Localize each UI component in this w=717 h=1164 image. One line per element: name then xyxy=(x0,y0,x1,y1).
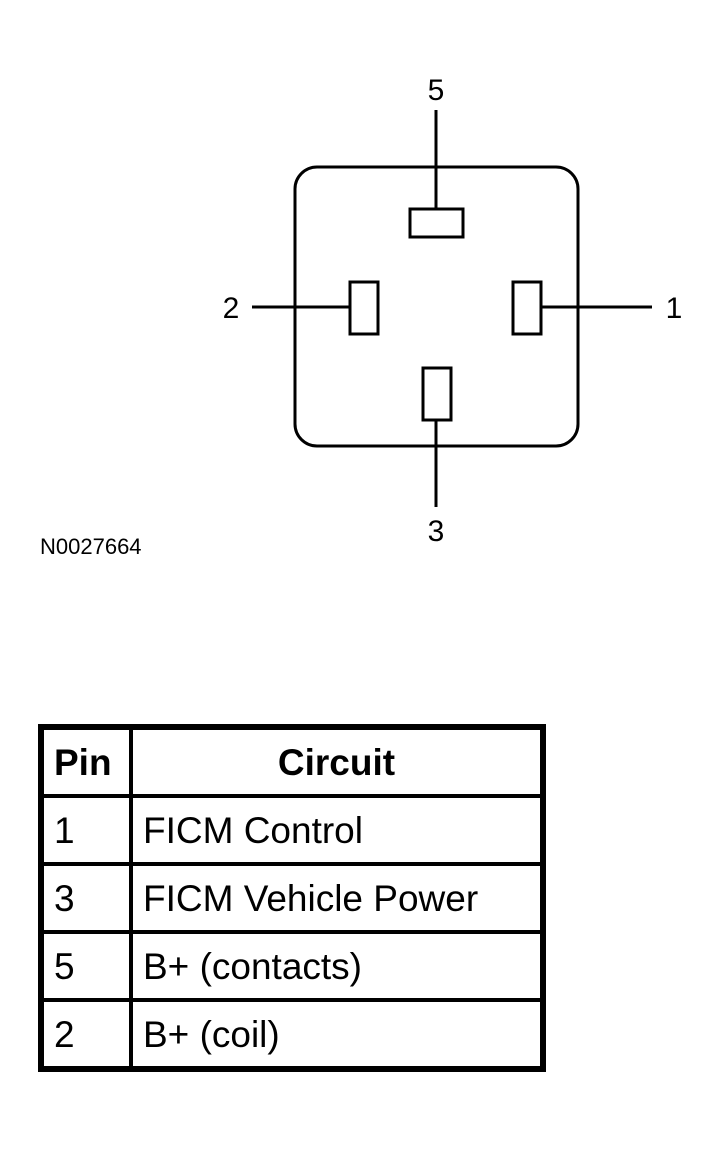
pin-cell: 3 xyxy=(39,862,133,934)
circuit-cell: FICM Control xyxy=(129,794,545,866)
circuit-cell: B+ (contacts) xyxy=(129,930,545,1002)
connector-diagram: 5 2 1 3 N0027664 xyxy=(40,74,683,559)
pin-1-label: 1 xyxy=(666,292,683,325)
table-header-row: Pin Circuit xyxy=(39,725,545,798)
pin-3-terminal xyxy=(421,366,453,422)
pin-cell: 2 xyxy=(39,998,133,1071)
table-row: 2 B+ (coil) xyxy=(39,998,545,1071)
circuit-cell: B+ (coil) xyxy=(129,998,545,1071)
pin-5-label: 5 xyxy=(428,74,445,107)
pin-cell: 5 xyxy=(39,930,133,1002)
circuit-cell: FICM Vehicle Power xyxy=(129,862,545,934)
pin-column-header: Pin xyxy=(39,725,133,798)
pin-2-terminal xyxy=(348,280,380,336)
pin-cell: 1 xyxy=(39,794,133,866)
circuit-column-header: Circuit xyxy=(129,725,545,798)
pin-circuit-table: Pin Circuit 1 FICM Control 3 FICM Vehicl… xyxy=(38,724,546,1072)
figure-id: N0027664 xyxy=(40,534,142,559)
table-row: 3 FICM Vehicle Power xyxy=(39,862,545,934)
pin-2-label: 2 xyxy=(223,292,240,325)
pin-3-label: 3 xyxy=(428,515,445,548)
pin-1-terminal xyxy=(511,280,543,336)
table-row: 5 B+ (contacts) xyxy=(39,930,545,1002)
pin-5-terminal xyxy=(408,207,465,239)
table-row: 1 FICM Control xyxy=(39,794,545,866)
